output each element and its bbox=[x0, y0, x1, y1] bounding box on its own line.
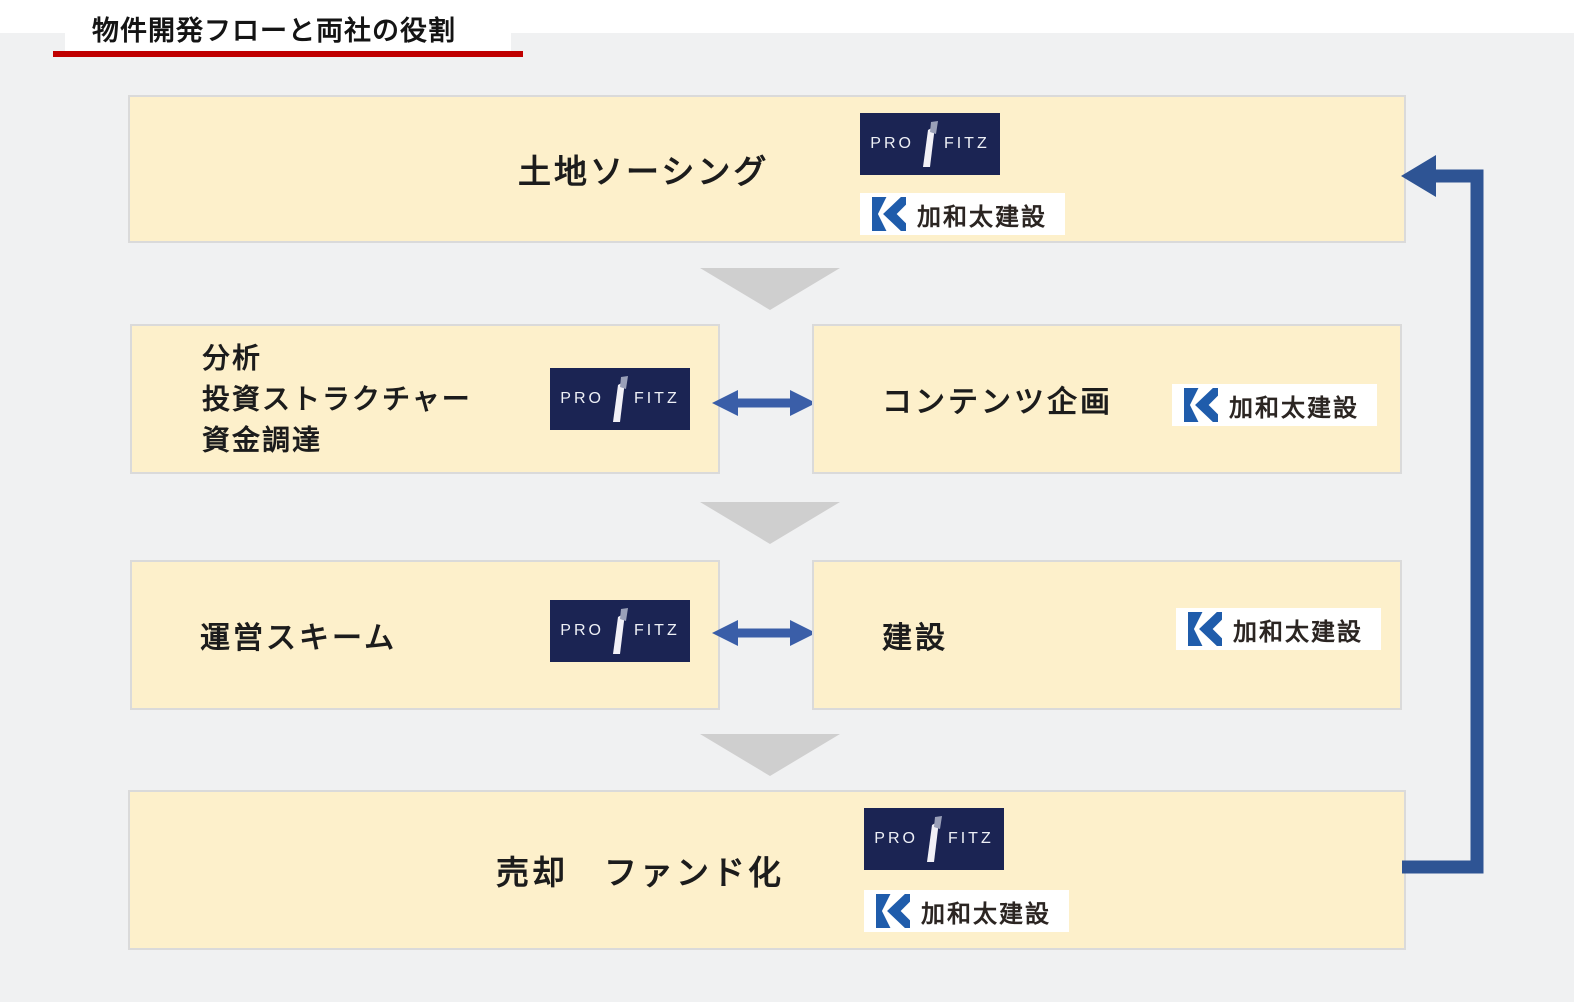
analysis-line-3: 資金調達 bbox=[202, 424, 323, 456]
kawata-logo-text: 加和太建設 bbox=[917, 203, 1047, 231]
page-title: 物件開発フローと両社の役割 bbox=[92, 16, 456, 46]
profitz-logo-text-left: PRO bbox=[560, 622, 604, 639]
down-triangle-icon bbox=[700, 502, 840, 544]
step-box-construction: 建設 加和太建設 bbox=[812, 560, 1402, 710]
step-label-construction: 建設 bbox=[882, 622, 948, 655]
profitz-logo-text-left: PRO bbox=[870, 135, 914, 152]
profitz-logo: PRO FITZ bbox=[860, 113, 1000, 175]
profitz-logo-text-right: FITZ bbox=[943, 135, 990, 152]
kawata-logo-text: 加和太建設 bbox=[1229, 394, 1359, 422]
step-label-content-planning: コンテンツ企画 bbox=[882, 386, 1113, 419]
double-arrow-icon bbox=[712, 390, 816, 416]
down-triangle-icon bbox=[700, 734, 840, 776]
profitz-logo: PRO FITZ bbox=[550, 600, 690, 662]
step-label-sale-fund: 売却 ファンド化 bbox=[496, 854, 784, 891]
profitz-logo: PRO FITZ bbox=[550, 368, 690, 430]
step-box-operation-scheme: 運営スキーム PRO FITZ bbox=[130, 560, 720, 710]
kawata-logo: 加和太建設 bbox=[864, 890, 1069, 932]
kawata-logo: 加和太建設 bbox=[1176, 608, 1381, 650]
profitz-logo-text-right: FITZ bbox=[633, 622, 680, 639]
profitz-mark-icon bbox=[612, 608, 628, 654]
step-label-operation-scheme: 運営スキーム bbox=[200, 622, 398, 655]
profitz-mark-icon bbox=[612, 376, 628, 422]
loop-arrow-icon bbox=[1401, 155, 1484, 874]
analysis-line-2: 投資ストラクチャー bbox=[202, 383, 472, 415]
title-underline bbox=[53, 51, 523, 57]
step-box-sale-fund: 売却 ファンド化 PRO FITZ 加和太建設 bbox=[128, 790, 1406, 950]
kawata-logo-text: 加和太建設 bbox=[1233, 618, 1363, 646]
kawata-logo: 加和太建設 bbox=[1172, 384, 1377, 426]
step-box-land-sourcing: 土地ソーシング PRO FITZ 加和太建設 bbox=[128, 95, 1406, 243]
double-arrow-icon bbox=[712, 620, 816, 646]
profitz-logo-text-right: FITZ bbox=[947, 830, 994, 847]
down-triangle-icon bbox=[700, 268, 840, 310]
step-label-land-sourcing: 土地ソーシング bbox=[518, 153, 770, 190]
profitz-logo-text-left: PRO bbox=[560, 390, 604, 407]
profitz-mark-icon bbox=[922, 121, 938, 167]
kawata-mark-icon bbox=[1188, 612, 1222, 646]
step-box-analysis: 分析 投資ストラクチャー 資金調達 PRO FITZ bbox=[130, 324, 720, 474]
kawata-mark-icon bbox=[1184, 388, 1218, 422]
profitz-mark-icon bbox=[926, 816, 942, 862]
profitz-logo-text-left: PRO bbox=[874, 830, 918, 847]
profitz-logo-text-right: FITZ bbox=[633, 390, 680, 407]
analysis-line-1: 分析 bbox=[202, 342, 263, 374]
kawata-mark-icon bbox=[876, 894, 910, 928]
step-box-content-planning: コンテンツ企画 加和太建設 bbox=[812, 324, 1402, 474]
step-label-analysis: 分析 投資ストラクチャー 資金調達 bbox=[202, 338, 472, 461]
kawata-mark-icon bbox=[872, 197, 906, 231]
kawata-logo-text: 加和太建設 bbox=[921, 900, 1051, 928]
title-background: 物件開発フローと両社の役割 bbox=[65, 0, 511, 51]
kawata-logo: 加和太建設 bbox=[860, 193, 1065, 235]
profitz-logo: PRO FITZ bbox=[864, 808, 1004, 870]
